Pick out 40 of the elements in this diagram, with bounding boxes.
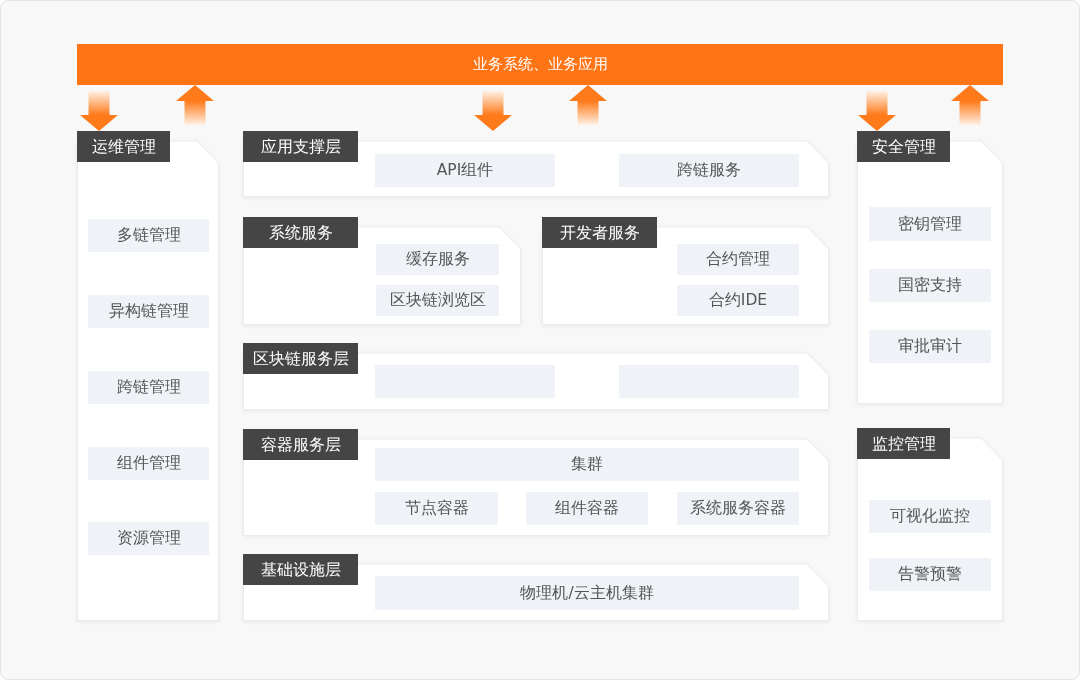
module-tile: 异构链管理 — [88, 295, 209, 328]
layer-panel — [857, 131, 1003, 404]
layer-panel — [542, 217, 829, 325]
module-tile: 跨链服务 — [619, 154, 799, 187]
module-tile: 区块链浏览区 — [376, 285, 499, 316]
module-tile: 跨链管理 — [88, 371, 209, 404]
layer-panel — [243, 217, 521, 325]
module-tile: 审批审计 — [869, 330, 991, 363]
module-tile: 集群 — [375, 448, 799, 481]
layer-panel — [243, 554, 829, 621]
panel-heading: 区块链服务层 — [243, 343, 358, 374]
module-tile: 节点容器 — [375, 492, 498, 525]
module-tile: 资源管理 — [88, 522, 209, 555]
module-tile: 系统服务容器 — [677, 492, 799, 525]
module-tile: 组件管理 — [88, 447, 209, 480]
module-tile: 组件容器 — [526, 492, 648, 525]
panel-heading: 基础设施层 — [243, 554, 358, 585]
module-tile: 合约IDE — [677, 285, 799, 316]
module-tile: 密钥管理 — [869, 207, 991, 241]
layer-panel — [243, 429, 829, 536]
panel-heading: 应用支撑层 — [243, 131, 358, 162]
module-tile: 多链管理 — [88, 219, 209, 252]
module-tile: 缓存服务 — [376, 244, 499, 275]
module-tile: API组件 — [375, 154, 555, 187]
module-tile: 国密支持 — [869, 269, 991, 302]
panel-heading: 监控管理 — [857, 428, 950, 459]
module-tile: 物理机/云主机集群 — [375, 576, 799, 610]
layer-panel — [243, 343, 829, 410]
panel-heading: 开发者服务 — [542, 217, 657, 248]
layer-panel — [243, 131, 829, 197]
layer-panel — [77, 131, 219, 621]
top-banner: 业务系统、业务应用 — [77, 44, 1003, 85]
panel-heading: 容器服务层 — [243, 429, 358, 460]
panel-heading: 运维管理 — [77, 131, 170, 162]
layer-panel — [857, 428, 1003, 621]
module-tile: 合约管理 — [677, 244, 799, 275]
panel-heading: 系统服务 — [243, 217, 358, 248]
module-tile: 告警预警 — [869, 558, 991, 591]
panel-heading: 安全管理 — [857, 131, 950, 162]
module-tile: 可视化监控 — [869, 500, 991, 533]
